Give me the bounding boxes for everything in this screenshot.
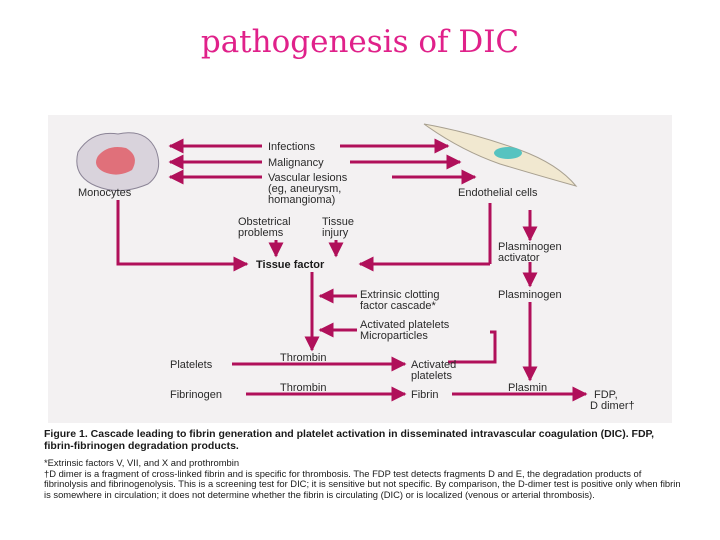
label-malignancy: Malignancy (268, 157, 324, 169)
label-obstetrical-2: problems (238, 227, 284, 239)
label-obstetrical-1: Obstetrical (238, 216, 291, 228)
slide-title: pathogenesis of DIC (200, 24, 520, 60)
label-thrombin-2: Thrombin (280, 382, 326, 394)
label-tissue-injury-2: injury (322, 227, 349, 239)
label-activated-platelets-2: platelets (411, 370, 452, 382)
label-thrombin-1: Thrombin (280, 352, 326, 364)
caption-notes: *Extrinsic factors V, VII, and X and pro… (44, 457, 684, 500)
arrow-lines (116, 138, 588, 402)
label-plasminogen-activator-1: Plasminogen (498, 241, 562, 253)
label-extrinsic-2: factor cascade* (360, 300, 437, 312)
caption-note-d-dimer: †D dimer is a fragment of cross-linked f… (44, 467, 681, 500)
figure-caption: Figure 1. Cascade leading to fibrin gene… (44, 428, 684, 500)
caption-title: Figure 1. Cascade leading to fibrin gene… (44, 428, 655, 452)
label-monocytes: Monocytes (78, 187, 132, 199)
label-plasmin: Plasmin (508, 382, 547, 394)
label-endothelial-cells: Endothelial cells (458, 187, 538, 199)
label-activated-platelets-1: Activated (411, 359, 456, 371)
label-extrinsic-1: Extrinsic clotting (360, 289, 439, 301)
diagram-labels: Infections Malignancy Vascular lesions (… (78, 141, 635, 412)
label-d-dimer: D dimer† (590, 400, 635, 412)
label-fibrin: Fibrin (411, 389, 439, 401)
caption-note-extrinsic: *Extrinsic factors V, VII, and X and pro… (44, 457, 240, 468)
monocyte-cell-icon (76, 132, 160, 191)
label-activated-platelets-micro-1: Activated platelets (360, 319, 450, 331)
label-plasminogen: Plasminogen (498, 289, 562, 301)
label-tissue-factor: Tissue factor (256, 259, 325, 271)
label-fdp: FDP, (594, 389, 618, 401)
label-vascular-lesions-3: homangioma) (268, 194, 335, 206)
label-vascular-lesions-2: (eg, aneurysm, (268, 183, 341, 195)
label-fibrinogen: Fibrinogen (170, 389, 222, 401)
label-vascular-lesions-1: Vascular lesions (268, 172, 348, 184)
endothelial-cell-icon (423, 123, 578, 187)
label-tissue-injury-1: Tissue (322, 216, 354, 228)
label-platelets: Platelets (170, 359, 213, 371)
label-activated-platelets-micro-2: Microparticles (360, 330, 428, 342)
label-infections: Infections (268, 141, 316, 153)
label-plasminogen-activator-2: activator (498, 252, 540, 264)
